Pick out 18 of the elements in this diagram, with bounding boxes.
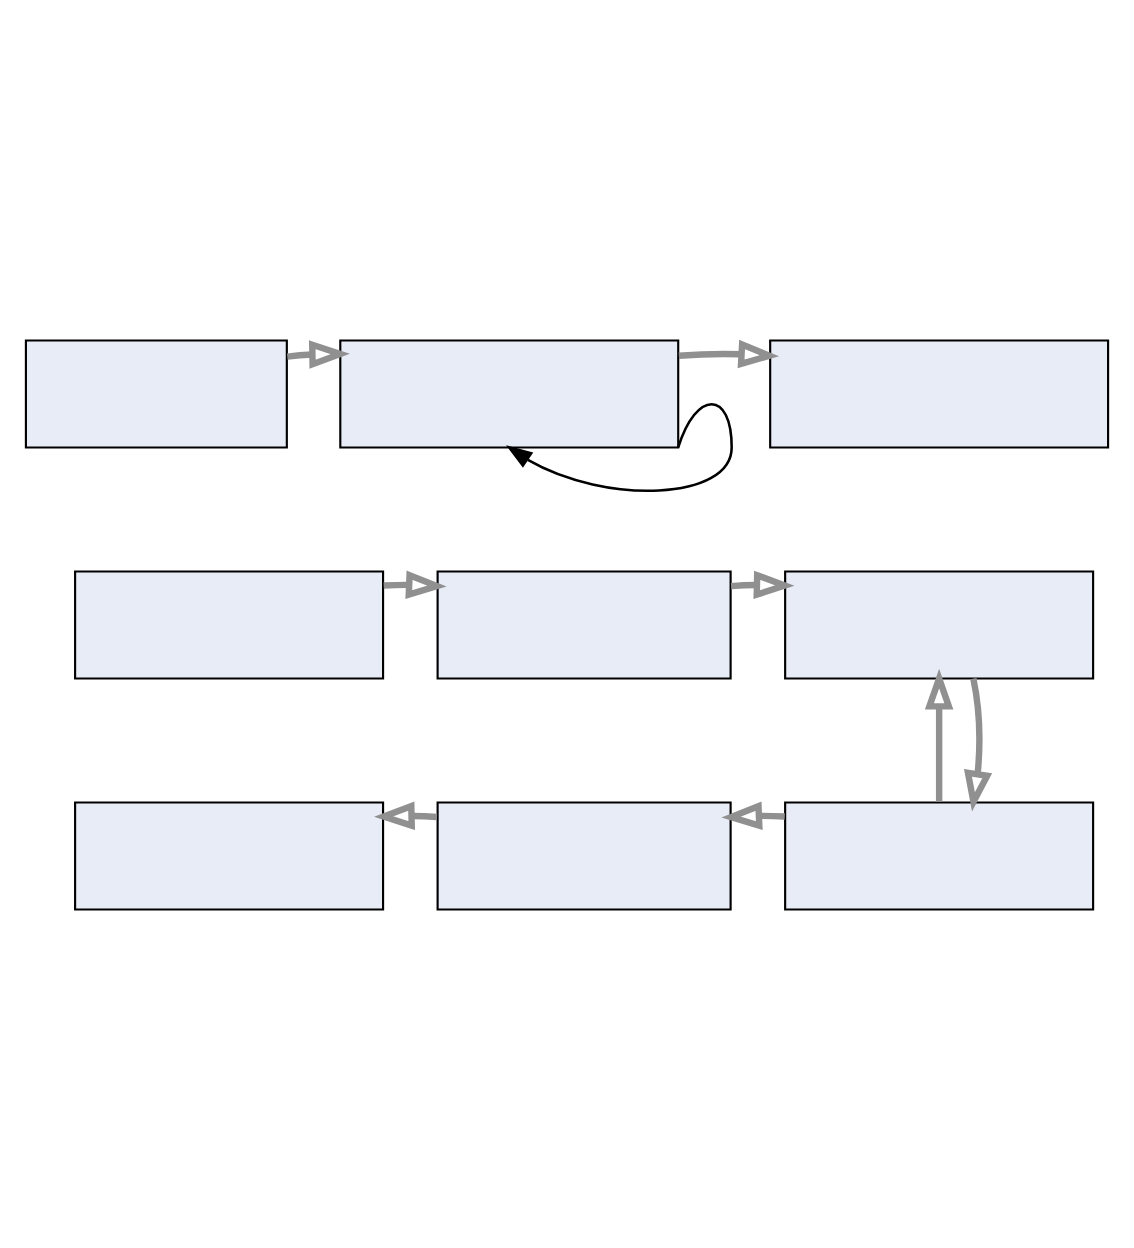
node-box <box>74 569 385 679</box>
arrow <box>924 667 954 801</box>
arrow <box>678 338 780 368</box>
node-box <box>24 338 288 448</box>
arrow <box>730 569 795 599</box>
node-box <box>769 338 1110 448</box>
arrow <box>506 402 733 491</box>
node-box <box>339 338 680 448</box>
node-box <box>436 800 732 910</box>
arrow <box>286 339 350 368</box>
arrow <box>963 676 993 811</box>
node-box <box>74 800 385 910</box>
arrow <box>721 800 785 829</box>
node-box <box>784 800 1095 910</box>
arrow <box>374 800 438 830</box>
node-box <box>784 569 1095 679</box>
arrow <box>383 569 447 599</box>
node-box <box>436 569 732 679</box>
